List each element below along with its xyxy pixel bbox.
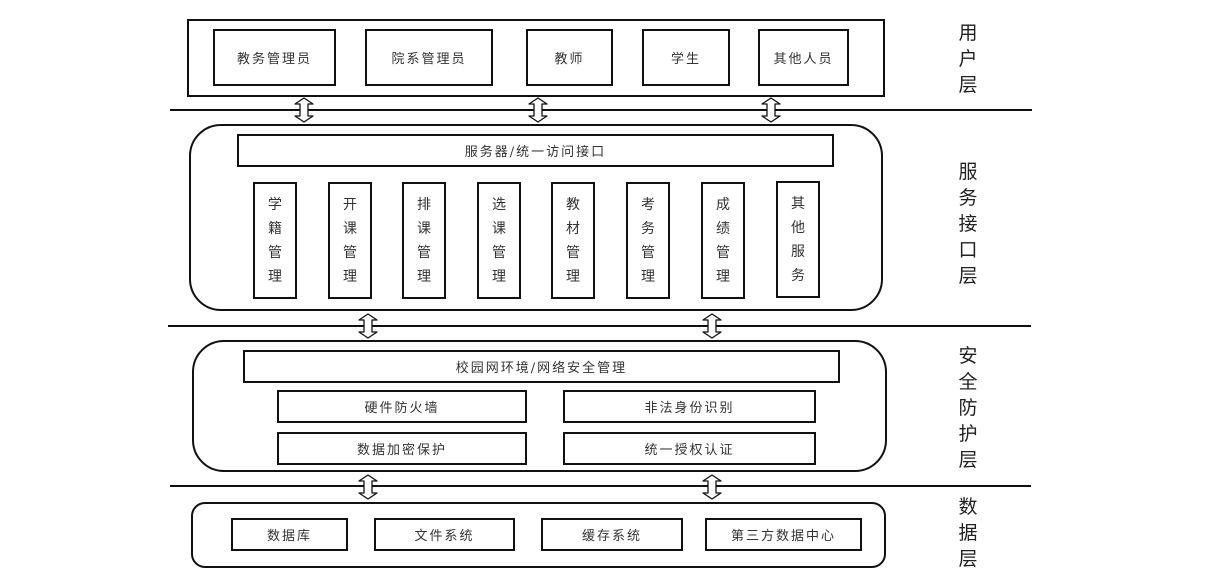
bidirectional-arrow-icon [701,474,723,500]
label-char: 全 [958,371,978,393]
label-char: 管 [268,244,282,261]
label-char: 理 [492,268,506,285]
security-data-encryption: 数据加密保护 [277,432,527,465]
bidirectional-arrow-icon [760,97,782,123]
user-teacher: 教师 [526,29,613,86]
data-cache-system: 缓存系统 [541,518,683,551]
bidirectional-arrow-icon [701,313,723,339]
service-course-selection: 选课管理 [477,182,521,299]
user-others: 其他人员 [758,29,849,86]
bidirectional-arrow-icon [527,97,549,123]
label-char: 他 [791,219,805,236]
label-char: 用 [958,22,978,44]
service-student-status: 学籍管理 [253,182,297,299]
security-layer-label: 安全防护层 [950,343,986,473]
service-textbook: 教材管理 [551,182,595,299]
label-char: 数 [958,496,978,518]
label-char: 层 [958,74,978,96]
data-file-system: 文件系统 [374,518,515,551]
bidirectional-arrow-icon [357,474,379,500]
label-char: 理 [641,268,655,285]
user-layer-container [187,19,885,97]
label-char: 户 [958,48,978,70]
label-char: 防 [958,397,978,419]
user-layer-label: 用 户 层 [950,20,986,98]
label-char: 层 [958,449,978,471]
user-student: 学生 [642,29,730,86]
label-char: 口 [958,239,978,261]
label-char: 务 [958,187,978,209]
label-char: 管 [566,244,580,261]
service-scheduling: 排课管理 [402,182,446,299]
label-char: 成 [716,196,730,213]
label-char: 理 [417,268,431,285]
data-database: 数据库 [231,518,348,551]
label-char: 课 [417,220,431,237]
bidirectional-arrow-icon [293,97,315,123]
label-char: 学 [268,196,282,213]
security-hardware-firewall: 硬件防火墙 [277,390,527,423]
service-grades: 成绩管理 [701,182,745,299]
label-char: 籍 [268,220,282,237]
label-char: 管 [492,244,506,261]
label-char: 接 [958,213,978,235]
label-char: 理 [268,268,282,285]
label-char: 理 [566,268,580,285]
service-layer-label: 服务接口层 [950,159,986,289]
label-char: 课 [492,220,506,237]
label-char: 据 [958,522,978,544]
label-char: 排 [417,196,431,213]
label-char: 开 [343,196,357,213]
service-other: 其他服务 [776,181,820,298]
label-char: 选 [492,196,506,213]
label-char: 层 [958,548,978,570]
label-char: 服 [791,243,805,260]
label-char: 其 [791,195,805,212]
service-exam-affairs: 考务管理 [626,182,670,299]
label-char: 绩 [716,220,730,237]
security-header: 校园网环境/网络安全管理 [243,350,840,383]
security-identity-recognition: 非法身份识别 [563,390,816,423]
divider-service-security [168,325,1031,327]
label-char: 层 [958,265,978,287]
label-char: 管 [343,244,357,261]
user-department-admin: 院系管理员 [365,29,493,86]
label-char: 教 [566,196,580,213]
data-third-party-center: 第三方数据中心 [705,518,862,551]
bidirectional-arrow-icon [357,313,379,339]
label-char: 服 [958,161,978,183]
label-char: 课 [343,220,357,237]
label-char: 管 [716,244,730,261]
label-char: 安 [958,345,978,367]
security-unified-auth: 统一授权认证 [563,432,816,465]
label-char: 务 [641,220,655,237]
label-char: 考 [641,196,655,213]
service-header: 服务器/统一访问接口 [237,134,834,167]
label-char: 理 [716,268,730,285]
data-layer-label: 数据层 [950,494,986,572]
label-char: 管 [641,244,655,261]
divider-security-data [170,485,1031,487]
label-char: 护 [958,423,978,445]
label-char: 管 [417,244,431,261]
service-course-offering: 开课管理 [328,182,372,299]
user-academic-admin: 教务管理员 [213,29,336,86]
label-char: 理 [343,268,357,285]
divider-user-service [170,109,1032,111]
label-char: 材 [566,220,580,237]
label-char: 务 [791,267,805,284]
